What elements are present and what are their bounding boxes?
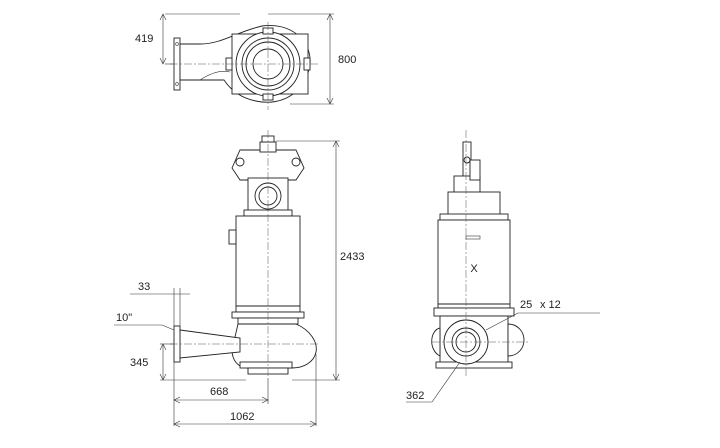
dim-2433-label: 2433 <box>340 251 364 263</box>
dim-362-label: 362 <box>406 390 424 402</box>
top-view: 419 800 <box>135 13 356 110</box>
dim-1062-label: 1062 <box>230 411 254 423</box>
dim-800-arrow-top <box>326 13 334 21</box>
side-top-housing <box>447 191 501 217</box>
front-view: 2433 33 10" 345 668 1062 <box>114 130 364 428</box>
dim-holes-count-label: x 12 <box>540 299 561 311</box>
logo-mark: X <box>470 263 478 275</box>
side-collar <box>433 307 515 317</box>
dim-holes-size-label: 25 <box>520 299 532 311</box>
pump-volute <box>231 323 317 369</box>
side-view: X 25 x 12 362 <box>406 130 600 403</box>
dim-419-label: 419 <box>135 33 153 45</box>
dim-345-label: 345 <box>130 357 148 369</box>
dim-419-arrow-top <box>159 13 167 21</box>
side-motor-body <box>437 219 511 309</box>
dim-10in-label: 10" <box>116 312 132 324</box>
dim-33-label: 33 <box>138 281 150 293</box>
side-junction <box>228 229 237 245</box>
dim-668-label: 668 <box>210 386 228 398</box>
dim-419-arrow-bottom <box>159 57 167 65</box>
dim-800-arrow-bottom <box>326 97 334 105</box>
dim-362-leader <box>431 361 461 403</box>
dim-10in-leader <box>161 324 175 331</box>
dim-800-label: 800 <box>338 54 356 66</box>
